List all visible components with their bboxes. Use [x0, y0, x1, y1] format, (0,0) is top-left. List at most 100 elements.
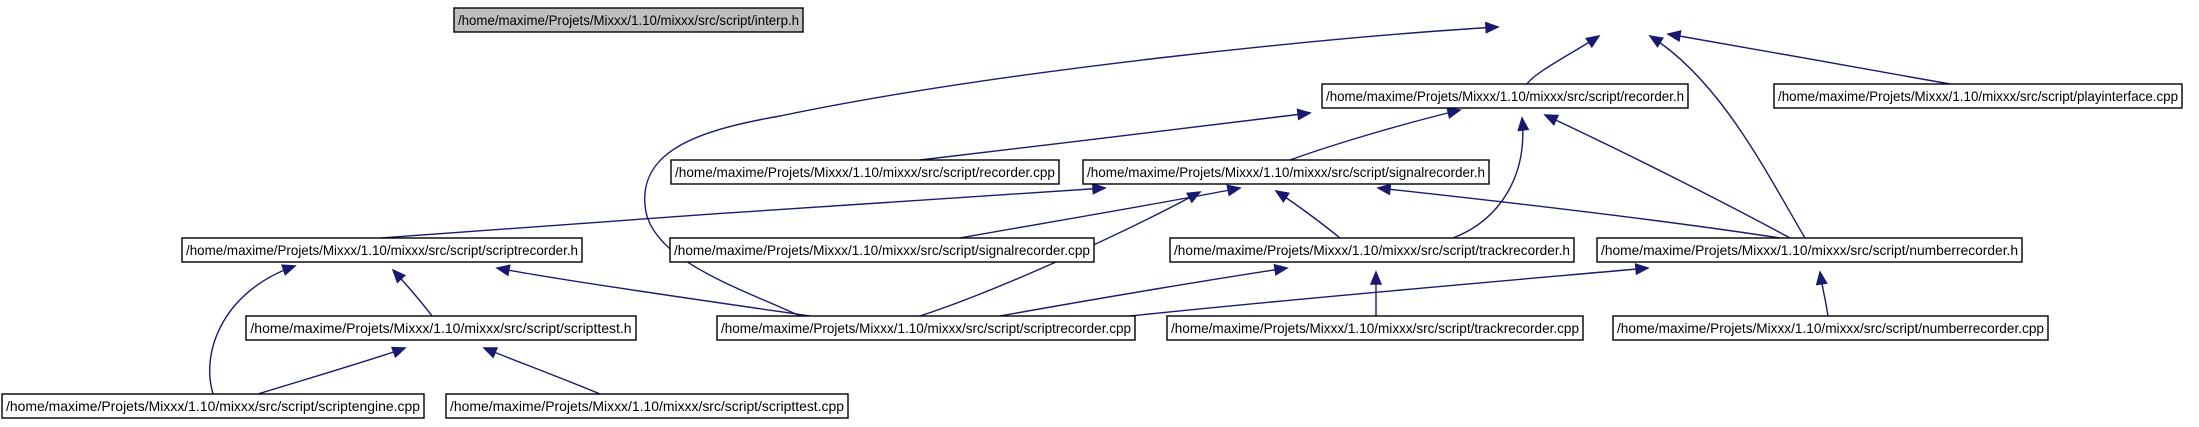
edge-arrowhead [1446, 107, 1462, 119]
edge-line [1649, 35, 1806, 239]
node-signalrecorder-cpp[interactable]: /home/maxime/Projets/Mixxx/1.10/mixxx/sr… [669, 237, 1095, 263]
node-label: /home/maxime/Projets/Mixxx/1.10/mixxx/sr… [1174, 242, 1570, 258]
edge-arrowhead [1273, 263, 1289, 276]
node-box [245, 315, 637, 341]
edge-signalrecorder-cpp-to-signalrecorder-h [959, 184, 1242, 239]
edge-numberrecorder-h-to-interp-h [1648, 35, 1806, 239]
edge-trackrecorder-cpp-to-trackrecorder-h [1369, 270, 1383, 317]
node-numberrecorder-cpp[interactable]: /home/maxime/Projets/Mixxx/1.10/mixxx/sr… [1612, 315, 2049, 341]
edge-arrowhead [1274, 190, 1290, 203]
edge-scriptrecorder-cpp-to-numberrecorder-h [1129, 263, 1650, 317]
edge-line [379, 187, 1106, 239]
edge-playinterface-cpp-to-interp-h [1666, 30, 1951, 85]
edge-scriptrecorder-cpp-to-scriptrecorder-h [495, 264, 811, 317]
node-box [669, 237, 1095, 263]
edge-arrowhead [1226, 184, 1242, 197]
edge-arrowhead [1484, 21, 1500, 34]
edge-arrowhead [391, 268, 407, 284]
node-box [1082, 159, 1490, 185]
node-label: /home/maxime/Projets/Mixxx/1.10/mixxx/sr… [1326, 88, 1684, 104]
node-trackrecorder-cpp[interactable]: /home/maxime/Projets/Mixxx/1.10/mixxx/sr… [1166, 315, 1584, 341]
edge-signalrecorder-h-to-recorder-h [1289, 107, 1462, 161]
edge-scripttest-h-to-scriptrecorder-h [391, 268, 433, 317]
edge-scriptengine-cpp-to-scripttest-h [257, 346, 407, 395]
node-scriptrecorder-h[interactable]: /home/maxime/Projets/Mixxx/1.10/mixxx/sr… [181, 237, 583, 263]
node-label: /home/maxime/Projets/Mixxx/1.10/mixxx/sr… [6, 398, 420, 414]
node-label: /home/maxime/Projets/Mixxx/1.10/mixxx/sr… [1601, 242, 2018, 258]
edge-line [1667, 33, 1951, 85]
edge-line [1129, 267, 1649, 317]
edge-arrowhead [482, 347, 499, 359]
node-box [445, 393, 849, 419]
edge-trackrecorder-h-to-signalrecorder-h [1274, 190, 1341, 239]
node-label: /home/maxime/Projets/Mixxx/1.10/mixxx/sr… [1087, 164, 1485, 180]
node-scriptrecorder-cpp[interactable]: /home/maxime/Projets/Mixxx/1.10/mixxx/sr… [716, 315, 1136, 341]
node-box [1612, 315, 2049, 341]
edge-line [483, 347, 601, 395]
edge-line [999, 267, 1288, 317]
edge-numberrecorder-h-to-signalrecorder-h [1376, 183, 1781, 239]
node-scripttest-h[interactable]: /home/maxime/Projets/Mixxx/1.10/mixxx/sr… [245, 315, 637, 341]
edge-arrowhead [1648, 35, 1664, 48]
node-box [670, 159, 1060, 185]
node-box [181, 237, 583, 263]
node-label: /home/maxime/Projets/Mixxx/1.10/mixxx/sr… [186, 242, 578, 258]
node-box [453, 7, 804, 33]
node-label: /home/maxime/Projets/Mixxx/1.10/mixxx/sr… [721, 320, 1131, 336]
edge-numberrecorder-cpp-to-numberrecorder-h [1815, 270, 1829, 317]
edge-trackrecorder-h-to-recorder-h [1452, 116, 1530, 239]
edge-line [1544, 114, 1791, 239]
edge-line [209, 265, 296, 395]
edge-arrowhead [1634, 263, 1650, 276]
edge-arrowhead [1585, 34, 1601, 49]
node-box [1773, 83, 2183, 109]
edge-line [959, 187, 1241, 239]
node-box [1, 393, 425, 419]
edge-arrowhead [1296, 108, 1312, 121]
node-interp-h[interactable]: /home/maxime/Projets/Mixxx/1.10/mixxx/sr… [453, 7, 804, 33]
edge-line [1289, 109, 1461, 161]
edge-arrowhead [1376, 183, 1392, 196]
edge-arrowhead [1517, 116, 1530, 132]
edge-line [919, 112, 1311, 161]
edge-scriptrecorder-cpp-to-trackrecorder-h [999, 263, 1289, 317]
edge-line [1526, 35, 1600, 85]
node-label: /home/maxime/Projets/Mixxx/1.10/mixxx/sr… [250, 320, 631, 336]
edge-scriptengine-cpp-to-scriptrecorder-h [209, 264, 297, 395]
edge-scriptrecorder-h-to-signalrecorder-h [379, 182, 1107, 239]
edge-numberrecorder-h-to-recorder-h [1543, 114, 1791, 239]
edge-scripttest-cpp-to-scripttest-h [482, 347, 601, 395]
node-layer: /home/maxime/Projets/Mixxx/1.10/mixxx/sr… [1, 7, 2183, 419]
edge-recorder-h-to-interp-h [1526, 34, 1601, 85]
node-numberrecorder-h[interactable]: /home/maxime/Projets/Mixxx/1.10/mixxx/sr… [1596, 237, 2023, 263]
edge-arrowhead [1091, 182, 1107, 195]
edge-arrowhead [1666, 30, 1682, 43]
node-label: /home/maxime/Projets/Mixxx/1.10/mixxx/sr… [1617, 320, 2044, 336]
node-label: /home/maxime/Projets/Mixxx/1.10/mixxx/sr… [1778, 88, 2178, 104]
node-scripttest-cpp[interactable]: /home/maxime/Projets/Mixxx/1.10/mixxx/sr… [445, 393, 849, 419]
node-box [716, 315, 1136, 341]
node-box [1169, 237, 1575, 263]
node-playinterface-cpp[interactable]: /home/maxime/Projets/Mixxx/1.10/mixxx/sr… [1773, 83, 2183, 109]
edge-arrowhead [390, 346, 407, 359]
node-label: /home/maxime/Projets/Mixxx/1.10/mixxx/sr… [675, 164, 1055, 180]
node-recorder-cpp[interactable]: /home/maxime/Projets/Mixxx/1.10/mixxx/sr… [670, 159, 1060, 185]
node-recorder-h[interactable]: /home/maxime/Projets/Mixxx/1.10/mixxx/sr… [1321, 83, 1689, 109]
node-box [1321, 83, 1689, 109]
edge-arrowhead [1543, 114, 1560, 126]
edge-arrowhead [1369, 270, 1383, 285]
edge-line [257, 347, 406, 395]
edge-line [496, 267, 811, 317]
node-trackrecorder-h[interactable]: /home/maxime/Projets/Mixxx/1.10/mixxx/sr… [1169, 237, 1575, 263]
node-box [1596, 237, 2023, 263]
edge-arrowhead [495, 264, 511, 277]
node-signalrecorder-h[interactable]: /home/maxime/Projets/Mixxx/1.10/mixxx/sr… [1082, 159, 1490, 185]
node-label: /home/maxime/Projets/Mixxx/1.10/mixxx/sr… [458, 12, 799, 28]
node-scriptengine-cpp[interactable]: /home/maxime/Projets/Mixxx/1.10/mixxx/sr… [1, 393, 425, 419]
node-label: /home/maxime/Projets/Mixxx/1.10/mixxx/sr… [1171, 320, 1579, 336]
node-label: /home/maxime/Projets/Mixxx/1.10/mixxx/sr… [450, 398, 844, 414]
node-box [1166, 315, 1584, 341]
edge-recorder-cpp-to-recorder-h [919, 108, 1312, 161]
edge-arrowhead [1815, 270, 1828, 286]
